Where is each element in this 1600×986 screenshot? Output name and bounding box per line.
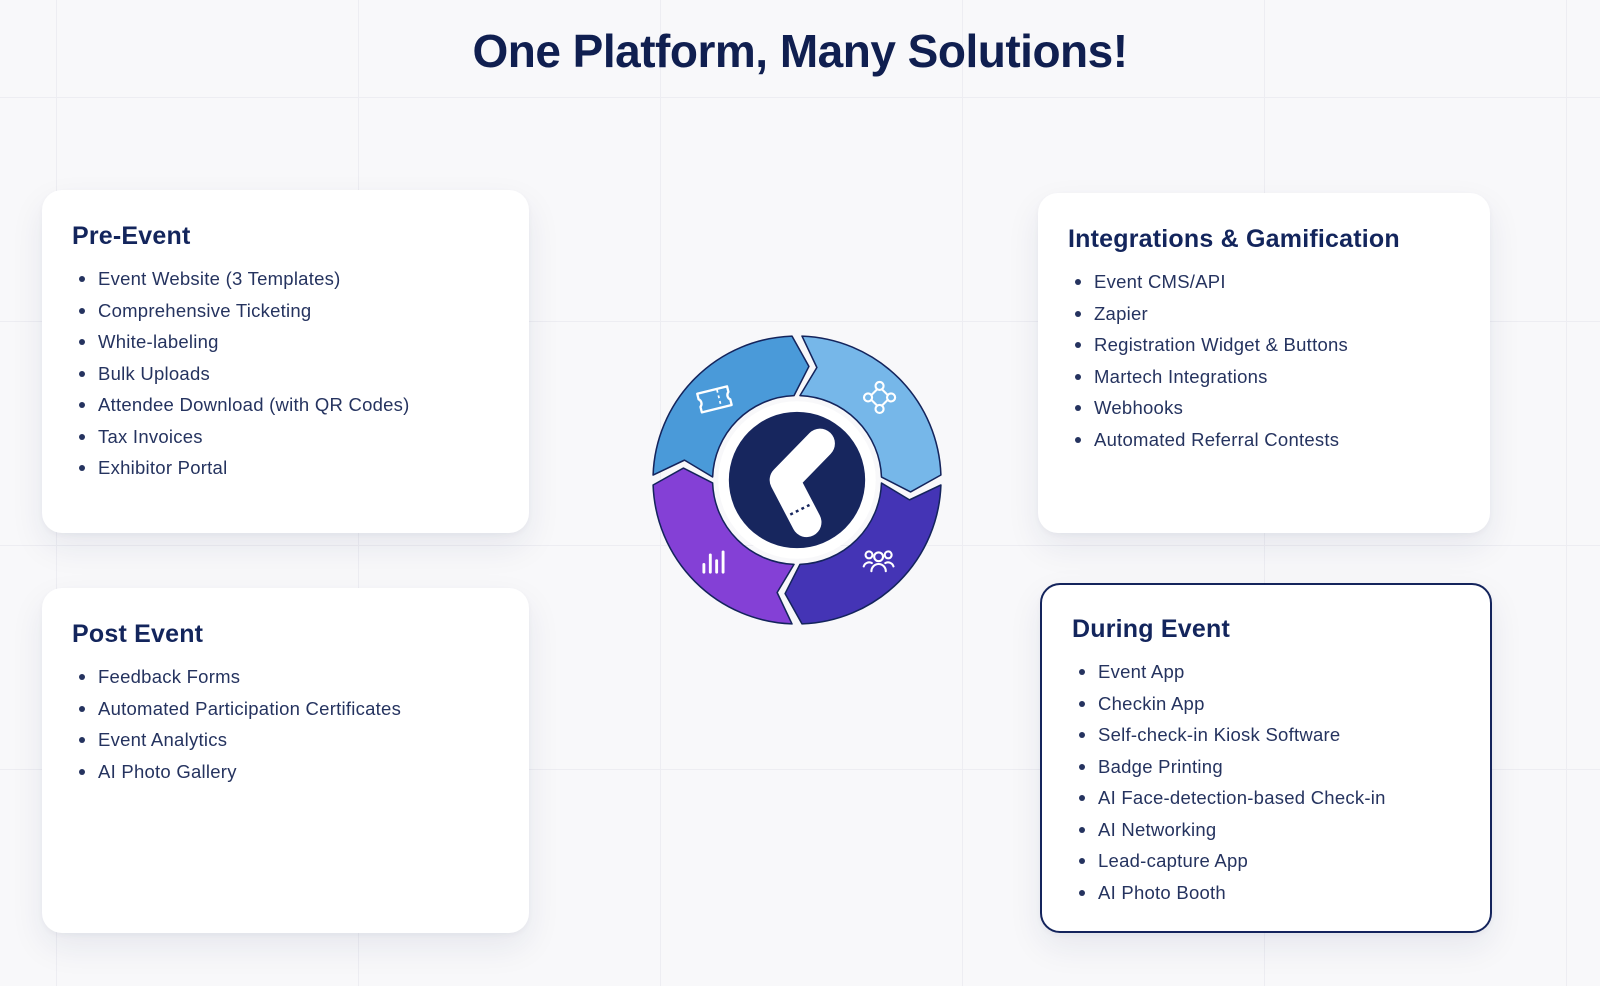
- list-item: Automated Participation Certificates: [72, 698, 501, 719]
- list-item: Automated Referral Contests: [1068, 429, 1462, 450]
- list-item: Self-check-in Kiosk Software: [1072, 725, 1462, 745]
- list-item: AI Face-detection-based Check-in: [1072, 788, 1462, 808]
- brand-logo-icon: [769, 428, 835, 538]
- people-icon: [862, 550, 895, 573]
- card-integrations-title: Integrations & Gamification: [1068, 225, 1400, 253]
- page-title: One Platform, Many Solutions!: [472, 25, 1128, 77]
- list-item: Lead-capture App: [1072, 851, 1462, 871]
- list-item: Comprehensive Ticketing: [72, 300, 501, 321]
- list-item: Event CMS/API: [1068, 272, 1462, 292]
- card-during-event-title: During Event: [1072, 615, 1230, 643]
- card-pre-event: Pre-Event Event Website (3 Templates) Com…: [42, 190, 529, 533]
- pre-event-list: Event Website (3 Templates) Comprehensive…: [72, 269, 501, 478]
- list-item: Event Analytics: [72, 730, 501, 750]
- card-post-event-title: Post Event: [72, 620, 204, 648]
- list-item: Badge Printing: [1072, 756, 1462, 777]
- list-item: AI Networking: [1072, 819, 1462, 840]
- network-icon: [862, 380, 897, 415]
- bar-chart-icon: [702, 550, 725, 574]
- list-item: Bulk Uploads: [72, 363, 501, 384]
- card-integrations: Integrations & Gamification Event CMS/AP…: [1038, 193, 1490, 533]
- list-item: Event App: [1072, 662, 1462, 682]
- list-item: Tax Invoices: [72, 426, 501, 447]
- list-item: AI Photo Booth: [1072, 882, 1462, 903]
- list-item: Event Website (3 Templates): [72, 269, 501, 289]
- list-item: Registration Widget & Buttons: [1068, 335, 1462, 355]
- list-item: AI Photo Gallery: [72, 761, 501, 782]
- segment-during-event: [784, 482, 942, 625]
- list-item: Checkin App: [1072, 693, 1462, 714]
- event-lifecycle-diagram: [605, 288, 989, 672]
- list-item: Martech Integrations: [1068, 366, 1462, 387]
- list-item: Exhibitor Portal: [72, 458, 501, 478]
- list-item: Webhooks: [1068, 398, 1462, 418]
- list-item: Zapier: [1068, 303, 1462, 324]
- cycle-diagram-svg: [652, 335, 942, 625]
- segment-post-event: [652, 467, 795, 625]
- card-pre-event-title: Pre-Event: [72, 222, 191, 250]
- list-item: Attendee Download (with QR Codes): [72, 395, 501, 415]
- segment-integrations: [799, 335, 942, 493]
- segment-pre-event: [652, 335, 810, 478]
- list-item: Feedback Forms: [72, 667, 501, 687]
- list-item: White-labeling: [72, 332, 501, 352]
